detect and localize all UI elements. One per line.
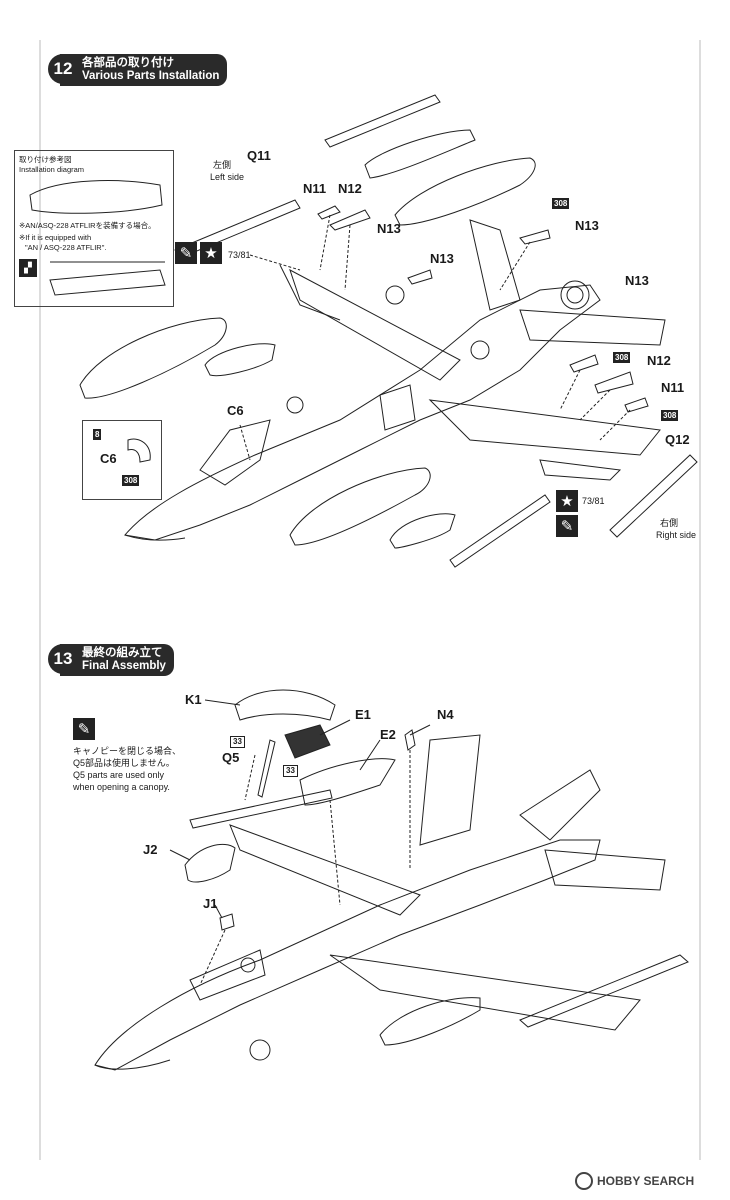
step12-title: 各部品の取り付け Various Parts Installation <box>60 54 228 86</box>
inset-note-en1: ※If it is equipped with <box>19 233 92 242</box>
label-n4: N4 <box>437 707 454 722</box>
step13-title-en: Final Assembly <box>82 660 166 672</box>
glue-icon: ✎ <box>556 515 578 537</box>
hobbysearch-logo-icon <box>575 1172 593 1190</box>
hobbysearch-watermark: HOBBY SEARCH <box>575 1172 694 1190</box>
label-j2: J2 <box>143 842 158 857</box>
tag-308-c6: 308 <box>122 475 140 486</box>
step13-number: 13 <box>48 644 78 674</box>
label-e1: E1 <box>355 707 371 722</box>
label-k1: K1 <box>185 692 202 707</box>
inset-note-jp: ※AN/ASQ-228 ATFLIRを装備する場合。 <box>19 221 156 230</box>
label-c6-inset: C6 <box>100 451 117 466</box>
label-e2: E2 <box>380 727 396 742</box>
installation-diagram-inset: 取り付け参考図 Installation diagram ※AN/ASQ-228… <box>14 150 174 307</box>
inset-title-jp: 取り付け参考図 <box>19 155 72 164</box>
atflir-icon: ▞ <box>19 259 37 277</box>
c6-part <box>127 438 151 463</box>
tag-8: 8 <box>93 429 102 440</box>
canopy-note-jp2: Q5部品は使用しません。 <box>73 758 175 768</box>
inset-diagram-art <box>29 180 166 296</box>
step12-title-jp: 各部品の取り付け <box>82 57 174 69</box>
step12-aircraft <box>79 94 698 568</box>
label-n13-d: N13 <box>625 273 649 288</box>
left-side-jp: 左側 <box>213 160 232 170</box>
star-icon: ★ <box>200 242 222 264</box>
tag-33-a: 33 <box>230 736 245 748</box>
label-n13-c: N13 <box>575 218 599 233</box>
canopy-note-jp1: キャノピーを閉じる場合、 <box>73 746 182 756</box>
glue-icon: ✎ <box>175 242 197 264</box>
step12-title-en: Various Parts Installation <box>82 70 220 82</box>
decal-ref-right: 73/81 <box>582 496 605 506</box>
inset-note-en2: "AN / ASQ-228 ATFLIR". <box>25 243 107 252</box>
tag-308-top: 308 <box>552 198 570 209</box>
glue-icon: ✎ <box>73 718 95 740</box>
canopy-note-en1: Q5 parts are used only <box>73 770 165 780</box>
label-n12-right: N12 <box>647 353 671 368</box>
step13-title: 最終の組み立て Final Assembly <box>60 644 174 676</box>
step13-title-jp: 最終の組み立て <box>82 647 163 659</box>
tag-308-n11: 308 <box>661 410 679 421</box>
canopy-note-en2: when opening a canopy. <box>73 782 170 792</box>
label-j1: J1 <box>203 896 218 911</box>
label-q12: Q12 <box>665 432 690 447</box>
label-n13-a: N13 <box>377 221 401 236</box>
label-q5: Q5 <box>222 750 240 765</box>
label-n11-left: N11 <box>303 181 327 196</box>
right-side-jp: 右側 <box>660 518 679 528</box>
label-n12-left: N12 <box>338 181 362 196</box>
step12-number: 12 <box>48 54 78 84</box>
decal-ref-left: 73/81 <box>228 250 251 260</box>
label-n11-right: N11 <box>661 380 685 395</box>
tag-33-b: 33 <box>283 765 298 777</box>
star-icon: ★ <box>556 490 578 512</box>
inset-title-en: Installation diagram <box>19 165 85 174</box>
left-side-en: Left side <box>210 172 245 182</box>
label-c6: C6 <box>227 403 244 418</box>
watermark-text: HOBBY SEARCH <box>597 1174 695 1188</box>
right-side-en: Right side <box>656 530 697 540</box>
label-n13-b: N13 <box>430 251 454 266</box>
c6-inset-box: 8 C6 <box>82 420 162 500</box>
label-q11: Q11 <box>247 148 271 163</box>
step13-aircraft <box>94 689 689 1071</box>
tag-308-n12: 308 <box>613 352 631 363</box>
